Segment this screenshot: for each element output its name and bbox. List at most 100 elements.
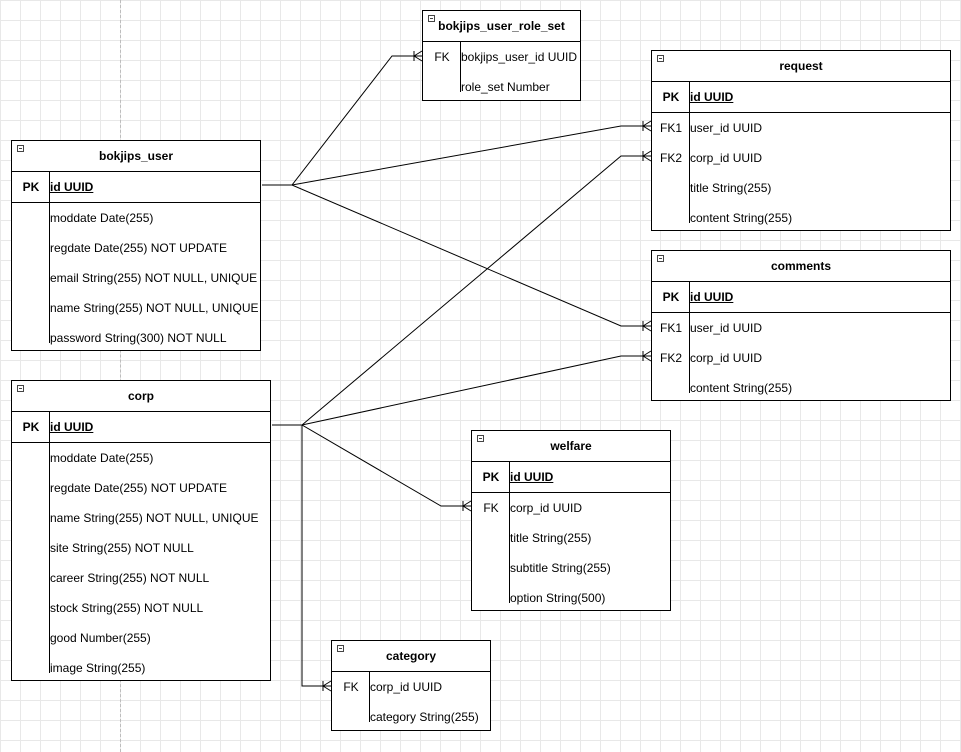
key-divider [689, 82, 690, 112]
collapse-icon[interactable] [428, 15, 435, 22]
entity-title-text: comments [770, 259, 832, 273]
field-label: bokjips_user_id UUID [461, 50, 578, 64]
attribute-list: FK bokjips_user_id UUID role_set Number [423, 42, 580, 102]
field-label: stock String(255) NOT NULL [50, 601, 204, 615]
crows-foot-icon [462, 500, 472, 512]
attribute-row[interactable]: career String(255) NOT NULL [12, 563, 270, 593]
key-label: FK1 [659, 121, 682, 135]
entity-title: category [332, 641, 490, 672]
key-label: FK [434, 50, 450, 64]
key-divider [49, 443, 50, 673]
key-label [12, 503, 50, 533]
field-label: corp_id UUID [370, 680, 443, 694]
key-label: PK [662, 290, 680, 304]
entity-title-text: category [385, 649, 437, 663]
field-label: category String(255) [370, 710, 479, 724]
entity-title: bokjips_user_role_set [423, 11, 580, 42]
relationship-corp-to-comments[interactable] [272, 355, 651, 426]
relationship-corp-to-request[interactable] [272, 155, 651, 426]
attribute-row[interactable]: stock String(255) NOT NULL [12, 593, 270, 623]
field-label: subtitle String(255) [510, 561, 611, 575]
key-label: FK2 [659, 351, 682, 365]
collapse-icon[interactable] [477, 435, 484, 442]
field-label: image String(255) [50, 661, 146, 675]
relationship-bokjips-user-to-request[interactable] [262, 125, 651, 186]
collapse-icon[interactable] [17, 145, 24, 152]
field-label: title String(255) [510, 531, 592, 545]
attribute-row[interactable]: subtitle String(255) [472, 553, 670, 583]
key-label: PK [662, 90, 680, 104]
entity-title: corp [12, 381, 270, 412]
key-divider [509, 493, 510, 603]
key-divider [509, 462, 510, 492]
attribute-row[interactable]: moddate Date(255) [12, 203, 260, 233]
entity-title-text: bokjips_user_role_set [438, 19, 565, 33]
key-divider [49, 203, 50, 343]
field-label: user_id UUID [690, 121, 763, 135]
key-label [12, 263, 50, 293]
attribute-row[interactable]: title String(255) [472, 523, 670, 553]
field-label: user_id UUID [690, 321, 763, 335]
attribute-row[interactable]: FK bokjips_user_id UUID [423, 42, 580, 72]
key-label [423, 72, 461, 102]
attribute-row[interactable]: email String(255) NOT NULL, UNIQUE [12, 263, 260, 293]
attribute-row[interactable]: moddate Date(255) [12, 443, 270, 473]
attribute-row[interactable]: FK corp_id UUID [332, 672, 490, 702]
field-label: option String(500) [510, 591, 606, 605]
key-label: FK [343, 680, 359, 694]
key-label: FK2 [659, 151, 682, 165]
attribute-row[interactable]: FK1 user_id UUID [652, 113, 950, 143]
collapse-icon[interactable] [17, 385, 24, 392]
attribute-row[interactable]: regdate Date(255) NOT UPDATE [12, 233, 260, 263]
attribute-list: moddate Date(255)regdate Date(255) NOT U… [12, 443, 270, 683]
attribute-row[interactable]: content String(255) [652, 203, 950, 233]
attribute-row[interactable]: password String(300) NOT NULL [12, 323, 260, 353]
key-label [12, 533, 50, 563]
collapse-icon[interactable] [657, 55, 664, 62]
attribute-list: FK corp_id UUID category String(255) [332, 672, 490, 732]
key-label [472, 583, 510, 613]
attribute-row[interactable]: title String(255) [652, 173, 950, 203]
key-label [652, 203, 690, 233]
field-label: career String(255) NOT NULL [50, 571, 210, 585]
key-label [652, 373, 690, 403]
collapse-icon[interactable] [337, 645, 344, 652]
attribute-row[interactable]: content String(255) [652, 373, 950, 403]
attribute-row[interactable]: role_set Number [423, 72, 580, 102]
field-label: content String(255) [690, 211, 793, 225]
key-label [12, 443, 50, 473]
attribute-row[interactable]: image String(255) [12, 653, 270, 683]
entity-title: welfare [472, 431, 670, 462]
key-label [12, 473, 50, 503]
attribute-row[interactable]: option String(500) [472, 583, 670, 613]
relationship-bokjips-user-to-comments[interactable] [262, 184, 651, 327]
attribute-row[interactable]: category String(255) [332, 702, 490, 732]
key-divider [49, 412, 50, 442]
field-label: content String(255) [690, 381, 793, 395]
attribute-row[interactable]: regdate Date(255) NOT UPDATE [12, 473, 270, 503]
key-divider [369, 672, 370, 722]
relationship-corp-to-category[interactable] [272, 424, 331, 687]
collapse-icon[interactable] [657, 255, 664, 262]
attribute-row[interactable]: name String(255) NOT NULL, UNIQUE [12, 293, 260, 323]
attribute-row[interactable]: good Number(255) [12, 623, 270, 653]
attribute-row[interactable]: site String(255) NOT NULL [12, 533, 270, 563]
attribute-row[interactable]: name String(255) NOT NULL, UNIQUE [12, 503, 270, 533]
